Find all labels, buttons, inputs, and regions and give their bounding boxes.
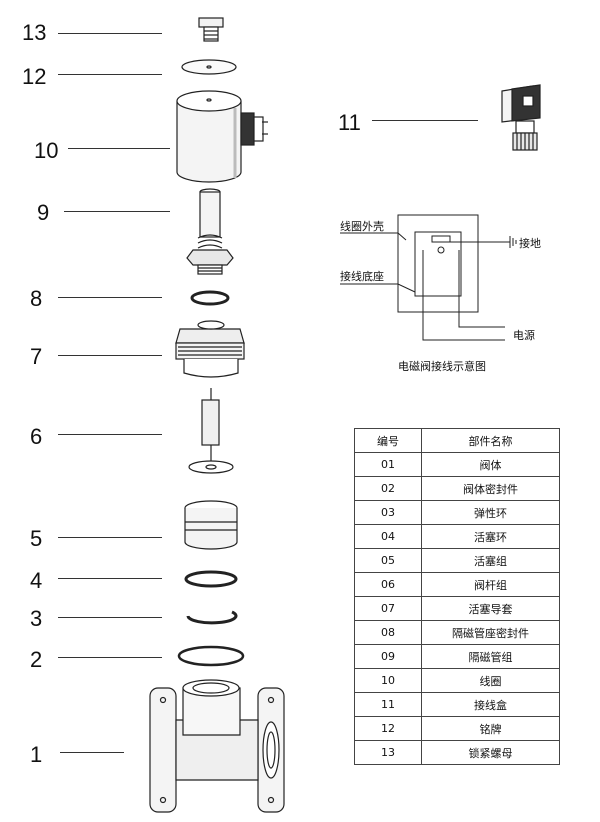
leader-4 [58,578,162,579]
leader-1 [60,752,124,753]
row-number: 04 [354,524,422,549]
row-part-name: 隔磁管组 [421,644,560,669]
row-part-name: 阀体密封件 [421,476,560,501]
leader-3 [58,617,162,618]
row-number: 07 [354,596,422,621]
terminal-base-outline [414,231,462,297]
callout-3: 3 [30,606,43,631]
callout-12: 12 [22,64,47,89]
row-part-name: 锁紧螺母 [421,740,560,765]
part-13-lock-nut [198,17,224,42]
part-04-piston-ring [184,570,238,588]
row-part-name: 隔磁管座密封件 [421,620,560,645]
row-part-name: 阀杆组 [421,572,560,597]
callout-13: 13 [22,20,47,45]
callout-9: 9 [37,200,50,225]
label-coil-shell: 线圈外壳 [340,220,384,233]
part-07-tube-seat [175,320,245,378]
part-02-body-seal [177,645,245,667]
row-number: 10 [354,668,422,693]
row-number: 02 [354,476,422,501]
row-part-name: 铭牌 [421,716,560,741]
leader-6 [58,434,162,435]
part-06-valve-stem [188,388,234,474]
callout-2: 2 [30,647,43,672]
leader-12 [58,74,162,75]
row-number: 06 [354,572,422,597]
label-power: 电源 [513,329,535,342]
leader-2 [58,657,162,658]
wiring-caption: 电磁阀接线示意图 [398,360,486,373]
row-number: 11 [354,692,422,717]
part-11-junction-box [501,84,541,151]
leader-7 [58,355,162,356]
terminal-top-bar [431,235,451,243]
header-number: 编号 [354,428,422,453]
row-number: 08 [354,620,422,645]
part-10-coil [176,90,268,183]
terminal-center-screw [437,246,445,254]
ground-symbol [509,236,517,248]
row-part-name: 阀体 [421,452,560,477]
label-ground: 接地 [519,237,541,250]
callout-1: 1 [30,742,43,767]
part-01-valve-body [149,679,285,813]
leader-11 [372,120,478,121]
row-number: 13 [354,740,422,765]
row-part-name: 活塞导套 [421,596,560,621]
leader-8 [58,297,162,298]
row-part-name: 活塞环 [421,524,560,549]
row-number: 03 [354,500,422,525]
callout-4: 4 [30,568,43,593]
label-terminal-base: 接线底座 [340,270,384,283]
callout-10: 10 [34,138,59,163]
parts-table-header: 编号 部件名称 [354,428,560,453]
callout-7: 7 [30,344,43,369]
callout-5: 5 [30,526,43,551]
callout-8: 8 [30,286,43,311]
part-03-elastic-ring [186,610,238,625]
leader-5 [58,537,162,538]
coil-shell-outline [397,214,479,313]
row-part-name: 弹性环 [421,500,560,525]
callout-11: 11 [338,110,361,135]
row-number: 09 [354,644,422,669]
part-08-seal [190,290,230,306]
row-number: 01 [354,452,422,477]
row-number: 05 [354,548,422,573]
leader-10 [68,148,170,149]
part-05-piston [184,500,238,550]
row-part-name: 线圈 [421,668,560,693]
part-12-nameplate [181,59,237,75]
callout-6: 6 [30,424,43,449]
row-part-name: 活塞组 [421,548,560,573]
row-number: 12 [354,716,422,741]
row-part-name: 接线盒 [421,692,560,717]
leader-13 [58,33,162,34]
header-part-name: 部件名称 [421,428,560,453]
leader-9 [64,211,170,212]
part-09-isolation-tube [186,188,234,275]
